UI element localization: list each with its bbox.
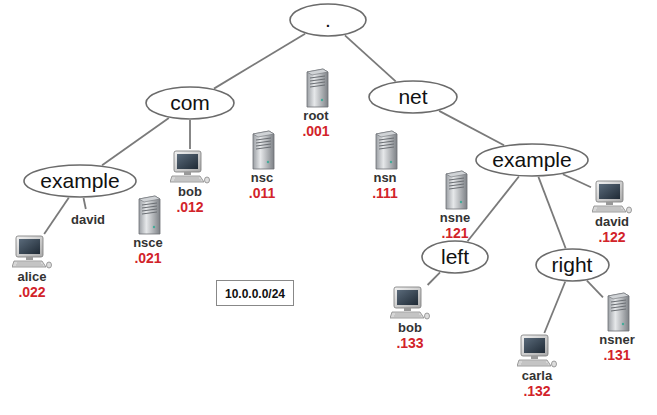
tree-link <box>544 282 565 333</box>
computer-icon <box>592 180 632 214</box>
server-host: root.001 <box>281 68 351 139</box>
computer-host: carla.132 <box>502 334 572 399</box>
host-address: .012 <box>176 199 203 215</box>
tree-link <box>428 272 440 285</box>
zone-ellipse: net <box>368 80 458 114</box>
zone-ellipse: . <box>289 3 367 37</box>
zone-name: com <box>170 91 210 115</box>
server-host: nsner.131 <box>582 292 652 363</box>
server-icon <box>135 195 161 235</box>
tree-link <box>189 120 191 149</box>
host-address: .122 <box>598 229 625 245</box>
computer-host: david.122 <box>577 180 647 245</box>
tree-link <box>439 111 504 145</box>
host-address: .121 <box>441 225 468 241</box>
computer-host: bob.133 <box>375 286 445 351</box>
server-icon <box>372 130 398 170</box>
host-address: .111 <box>372 185 398 201</box>
zone-name: example <box>40 169 119 193</box>
server-host: nsne.121 <box>420 170 490 241</box>
computer-host: alice.022 <box>0 235 67 300</box>
host-address: .133 <box>396 335 423 351</box>
tree-link <box>587 281 603 298</box>
host-name: nsn <box>373 170 396 185</box>
network-box: 10.0.0.0/24 <box>216 280 294 306</box>
host-name: bob <box>178 184 202 199</box>
tree-link <box>563 174 591 187</box>
zone-name: right <box>552 253 593 277</box>
host-name: carla <box>522 368 552 383</box>
host-address: .131 <box>603 347 630 363</box>
tree-link <box>102 118 169 165</box>
zone-ellipse: example <box>475 143 589 177</box>
zone-name: . <box>325 8 331 32</box>
host-address: .021 <box>134 250 161 266</box>
tree-link <box>468 177 519 242</box>
server-host: nsc.011 <box>227 130 297 201</box>
host-address: .001 <box>302 123 329 139</box>
host-name: bob <box>398 320 422 335</box>
server-icon <box>249 130 275 170</box>
host-name: nsc <box>251 170 273 185</box>
server-icon <box>303 68 329 108</box>
host-address: .011 <box>249 185 275 201</box>
tree-link <box>538 177 565 248</box>
zone-ellipse: example <box>23 164 137 198</box>
computer-icon <box>170 150 210 184</box>
server-host: nsce.021 <box>113 195 183 266</box>
host-name: david <box>71 212 105 227</box>
zone-name: left <box>441 245 469 269</box>
host-name: david <box>595 214 629 229</box>
host-name: nsce <box>133 235 163 250</box>
zone-ellipse: left <box>421 240 489 274</box>
network-label: 10.0.0.0/24 <box>225 287 285 301</box>
zone-ellipse: com <box>145 86 235 120</box>
zone-name: example <box>492 148 571 172</box>
host-address: .022 <box>18 284 45 300</box>
tree-link <box>44 198 69 234</box>
tree-link <box>345 35 396 81</box>
computer-icon <box>12 235 52 269</box>
server-host: nsn.111 <box>350 130 420 201</box>
host-label: david <box>53 212 123 227</box>
zone-ellipse: right <box>535 248 610 282</box>
host-address: .132 <box>523 383 550 399</box>
computer-icon <box>390 286 430 320</box>
host-name: nsner <box>599 332 634 347</box>
server-icon <box>604 292 630 332</box>
host-name: nsne <box>440 210 470 225</box>
zone-name: net <box>398 85 427 109</box>
computer-icon <box>517 334 557 368</box>
tree-link <box>84 198 86 209</box>
server-icon <box>442 170 468 210</box>
host-name: root <box>303 108 328 123</box>
host-name: alice <box>18 269 47 284</box>
computer-host: bob.012 <box>155 150 225 215</box>
tree-link <box>214 34 305 89</box>
